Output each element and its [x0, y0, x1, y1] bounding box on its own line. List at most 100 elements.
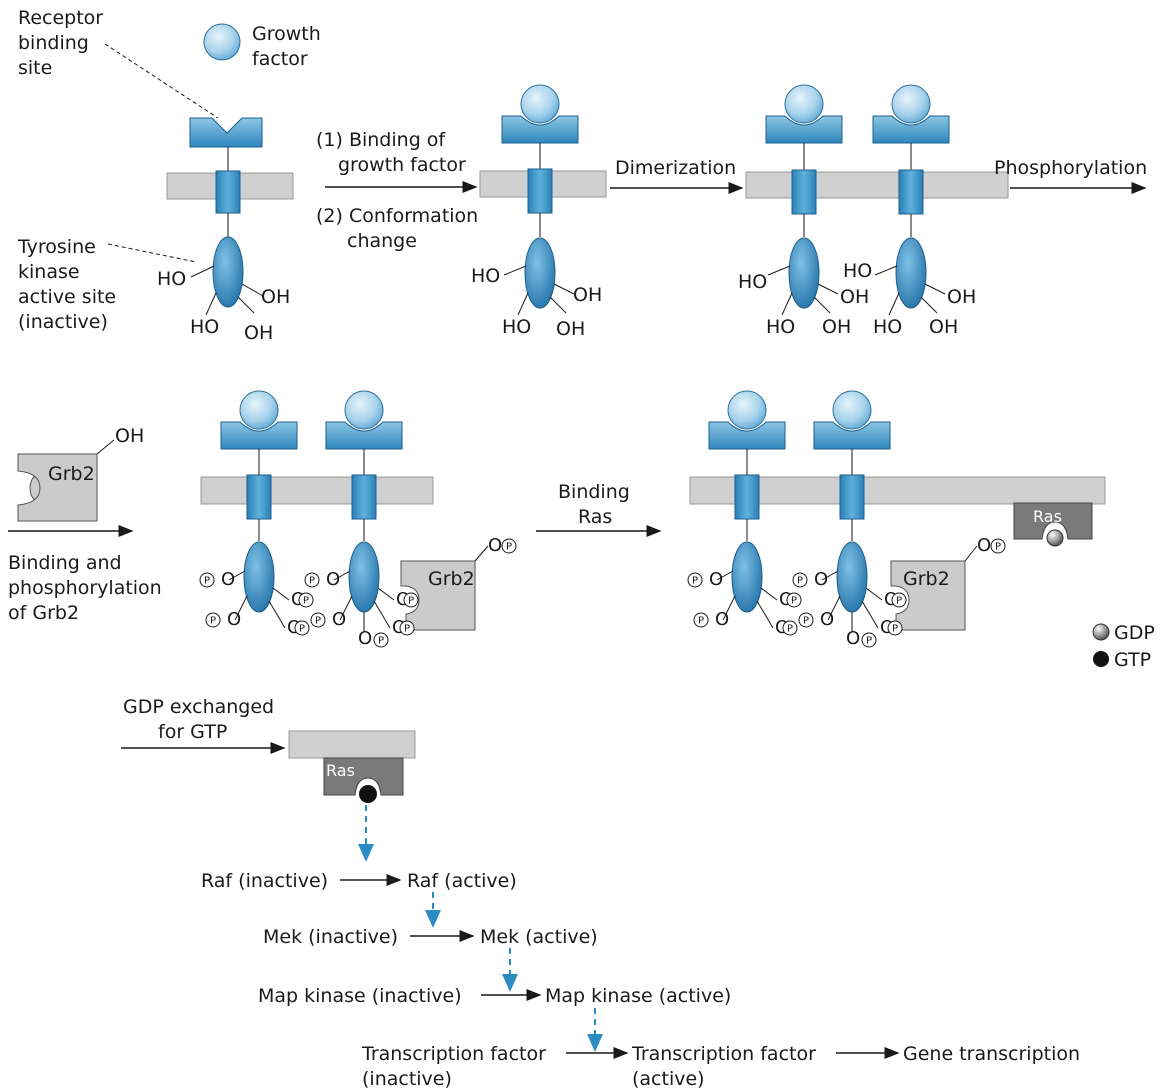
phosphorylated-dimer — [220, 390, 403, 613]
phosphate-label: P — [404, 624, 410, 635]
phosphate-label: P — [692, 576, 698, 587]
transmembrane-domain — [839, 474, 865, 520]
phosphate-circle — [310, 612, 326, 628]
grb2-label: Grb2 — [903, 568, 950, 590]
phosphate-circle — [294, 620, 310, 636]
phosphate-label: P — [803, 616, 809, 627]
transmembrane-domain — [791, 169, 817, 215]
phosphate-circle — [792, 572, 808, 588]
oh-label: OH — [840, 286, 869, 308]
transmembrane-domain — [215, 170, 241, 214]
phosphate-label: P — [506, 542, 512, 553]
phosphate-label: P — [787, 624, 793, 635]
transcription-factor-active: Transcription factor (active) — [631, 1043, 822, 1090]
transmembrane-domain — [734, 474, 760, 520]
kinase-site-leader — [107, 243, 197, 263]
oxygen-label: O — [814, 569, 828, 590]
membrane-segment — [200, 476, 434, 505]
phosphate-group: OP — [865, 587, 907, 610]
binding-ras-label: Binding Ras — [558, 481, 636, 528]
kinase-domain — [788, 237, 820, 309]
phosphate-label: P — [303, 596, 309, 607]
receptor-binding-domain — [501, 115, 579, 144]
phosphate-label: P — [797, 576, 803, 587]
oh-label: OH — [573, 284, 602, 306]
ras-label: Ras — [326, 761, 355, 780]
growth-factor — [520, 84, 560, 124]
oxygen-label: O — [227, 609, 241, 630]
oxygen-label: O — [977, 535, 991, 556]
phosphate-circle — [304, 572, 320, 588]
grb2-label: Grb2 — [428, 568, 475, 590]
kinase-domain — [212, 236, 244, 308]
dimer-grb2-ras — [708, 390, 891, 613]
growth-factor-legend-icon — [203, 23, 241, 61]
phosphate-label: P — [315, 616, 321, 627]
gtp-legend-icon — [1093, 651, 1109, 667]
phosphate-circle — [786, 592, 802, 608]
kinase-domain — [243, 541, 275, 613]
receptor-binding-domain — [189, 117, 263, 148]
oxygen-label: O — [221, 569, 235, 590]
oxygen-label: O — [846, 628, 860, 649]
step2-label: (2) Conformation change — [316, 205, 484, 252]
mek-active: Mek (active) — [480, 926, 598, 948]
oh-label: OH — [822, 316, 851, 338]
mek-inactive: Mek (inactive) — [263, 926, 398, 948]
receptor-binding-domain — [765, 115, 843, 144]
oh-label: OH — [556, 318, 585, 340]
kinase-domain — [524, 237, 556, 309]
phosphate-group: OP — [310, 595, 353, 630]
phosphate-circle — [887, 620, 903, 636]
gdp-legend-icon — [1092, 623, 1110, 641]
phosphate-label: P — [995, 542, 1001, 553]
transmembrane-domain — [351, 474, 377, 520]
ho-label: HO — [738, 271, 767, 293]
phosphate-circle — [298, 592, 314, 608]
phosphate-circle — [199, 572, 215, 588]
oxygen-label: O — [358, 628, 372, 649]
receptor-dimer: HO HO OH OH HO HO OH OH — [738, 84, 976, 338]
ras-protein — [1013, 502, 1093, 540]
oh-label: OH — [947, 286, 976, 308]
phosphate-group: OP — [756, 600, 798, 638]
receptor-binding-site-label: Receptor binding site — [18, 7, 109, 79]
phosphate-label: P — [210, 616, 216, 627]
grb2-shape — [17, 453, 98, 522]
phosphate-circle — [205, 612, 221, 628]
tyrosine-kinase-label: Tyrosine kinase active site (inactive) — [17, 236, 122, 333]
growth-factor — [344, 390, 384, 430]
oxygen-label: O — [488, 535, 502, 556]
phosphate-group: OP — [199, 569, 246, 590]
raf-inactive: Raf (inactive) — [201, 870, 328, 892]
ho-label: HO — [766, 316, 795, 338]
ho-label: HO — [190, 316, 219, 338]
map-kinase-inactive: Map kinase (inactive) — [258, 985, 462, 1007]
oxygen-label: O — [709, 569, 723, 590]
binding-grb2-label: Binding and phosphorylation of Grb2 — [8, 552, 168, 624]
receptor-bound: HO HO OH OH — [471, 84, 602, 340]
membrane-segment — [745, 171, 1009, 199]
transcription-factor-inactive: Transcription factor (inactive) — [361, 1043, 552, 1090]
phosphate-group: OP — [687, 569, 734, 590]
oh-label: OH — [261, 286, 290, 308]
ho-label: HO — [502, 316, 531, 338]
oxygen-label: O — [326, 569, 340, 590]
phosphorylation-label: Phosphorylation — [994, 157, 1147, 179]
grb2-label: Grb2 — [48, 463, 95, 485]
phosphate-group: OP — [304, 569, 351, 590]
phosphate-label: P — [892, 624, 898, 635]
grb2-bound — [400, 560, 476, 631]
growth-factor-label: Growth factor — [252, 23, 327, 70]
growth-factor — [891, 84, 931, 124]
phosphate-group: OP — [861, 600, 903, 638]
phosphate-group: OP — [693, 595, 736, 630]
phosphate-label: P — [791, 596, 797, 607]
oxygen-label: O — [715, 609, 729, 630]
ras-protein-active — [323, 757, 404, 796]
